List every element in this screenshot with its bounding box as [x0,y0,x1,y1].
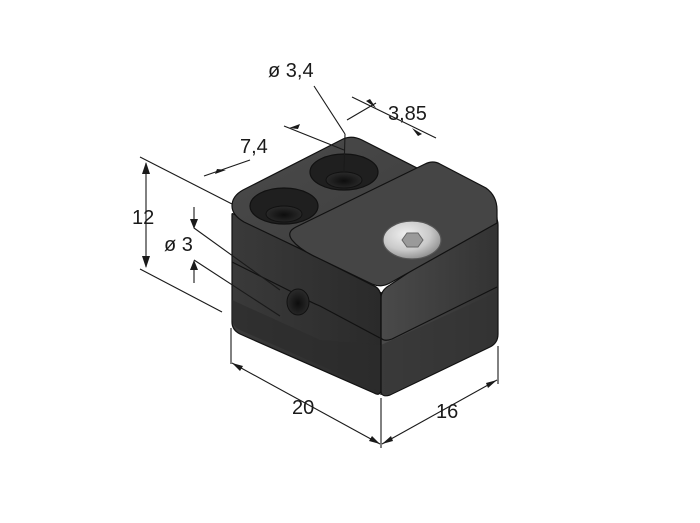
screw-head [382,220,442,260]
clamp-block [231,136,499,397]
dimension-lines [139,85,499,448]
top-hole-left [249,187,319,225]
lower-band-right [381,292,497,396]
label-hole-spacing: 7,4 [240,136,268,158]
side-hole [286,288,310,316]
label-hole-diameter-top: ø 3,4 [268,60,314,82]
label-width: 16 [436,401,458,423]
label-height: 12 [132,207,154,229]
upper-clamp-top [289,161,498,287]
label-length: 20 [292,397,314,419]
label-side-hole-diameter: ø 3 [164,234,193,256]
label-hole-offset: 3,85 [388,103,427,125]
split-line-right [380,286,498,341]
lower-band [232,300,381,392]
dimension-labels: ø 3,4 3,85 7,4 12 ø 3 20 16 [132,60,458,423]
